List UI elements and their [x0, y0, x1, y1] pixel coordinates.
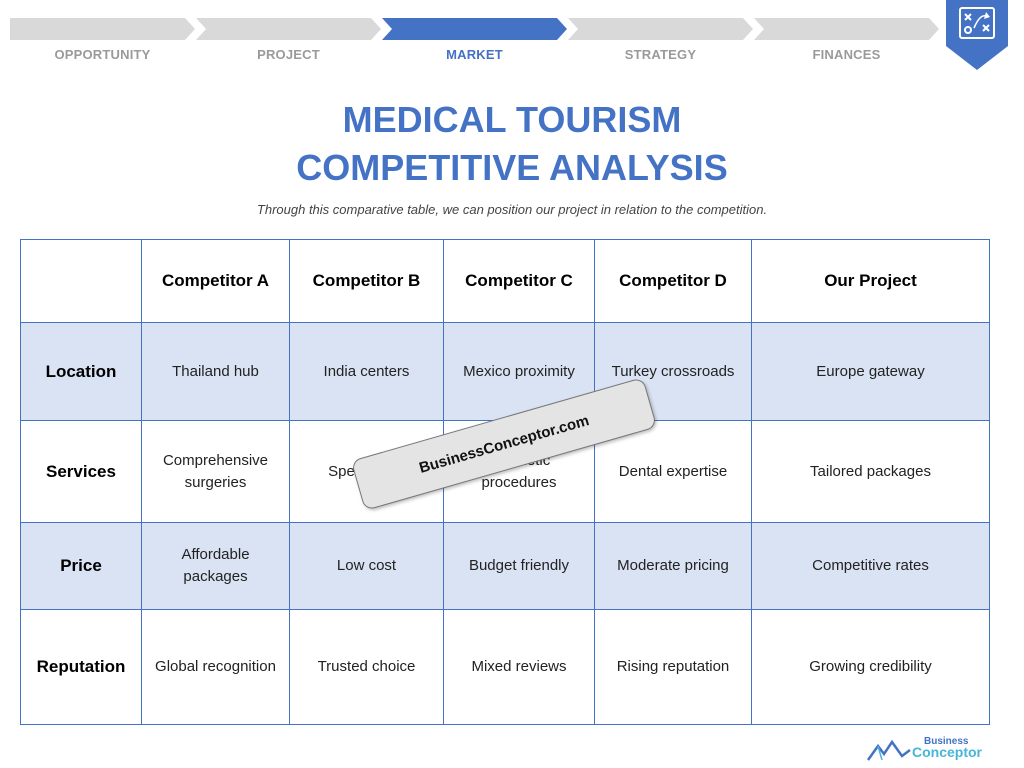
nav-step-label: OPPORTUNITY: [54, 47, 151, 62]
row-header: Services: [20, 420, 142, 523]
table-cell: Mixed reviews: [443, 609, 595, 725]
column-header: Competitor C: [443, 239, 595, 323]
table-cell: Low cost: [289, 522, 444, 610]
nav-step-arrow: [754, 18, 939, 40]
nav-step-arrow: [382, 18, 567, 40]
table-corner-cell: [20, 239, 142, 323]
progress-nav: OPPORTUNITY PROJECT MARKET STRATEGY FINA…: [10, 18, 940, 64]
table-cell: Affordable packages: [141, 522, 290, 610]
nav-step-arrow: [10, 18, 195, 40]
table-cell: Growing credibility: [751, 609, 990, 725]
table-cell: Moderate pricing: [594, 522, 752, 610]
nav-step-finances[interactable]: FINANCES: [754, 18, 939, 64]
table-cell: Budget friendly: [443, 522, 595, 610]
table-cell: Comprehensive surgeries: [141, 420, 290, 523]
nav-step-market[interactable]: MARKET: [382, 18, 567, 64]
table-cell: Competitive rates: [751, 522, 990, 610]
table-cell: Thailand hub: [141, 322, 290, 421]
nav-step-arrow: [568, 18, 753, 40]
table-row: Price Affordable packages Low cost Budge…: [20, 522, 990, 610]
logo-text-line2: Conceptor: [912, 744, 982, 760]
table-cell: Rising reputation: [594, 609, 752, 725]
table-cell: Europe gateway: [751, 322, 990, 421]
page-subtitle: Through this comparative table, we can p…: [256, 202, 768, 217]
table-cell: India centers: [289, 322, 444, 421]
logo-text-line1: Business: [924, 736, 969, 747]
row-header: Reputation: [20, 609, 142, 725]
row-header: Price: [20, 522, 142, 610]
table-cell: Tailored packages: [751, 420, 990, 523]
column-header: Our Project: [751, 239, 990, 323]
page-title-line1: MEDICAL TOURISM: [342, 99, 682, 140]
column-header: Competitor B: [289, 239, 444, 323]
nav-step-label: PROJECT: [257, 47, 320, 62]
strategy-board-icon: [946, 0, 1008, 70]
row-header: Location: [20, 322, 142, 421]
nav-step-label: STRATEGY: [624, 47, 697, 62]
nav-step-opportunity[interactable]: OPPORTUNITY: [10, 18, 195, 64]
page-title-line2: COMPETITIVE ANALYSIS: [296, 147, 728, 188]
table-cell: Global recognition: [141, 609, 290, 725]
section-badge: [946, 0, 1008, 72]
table-row: Location Thailand hub India centers Mexi…: [20, 322, 990, 421]
table-cell: Mexico proximity: [443, 322, 595, 421]
mountain-logo-icon: [866, 739, 911, 761]
nav-step-label: MARKET: [446, 47, 503, 62]
nav-step-strategy[interactable]: STRATEGY: [568, 18, 753, 64]
column-header: Competitor D: [594, 239, 752, 323]
column-header: Competitor A: [141, 239, 290, 323]
comparison-table: Competitor A Competitor B Competitor C C…: [20, 239, 990, 725]
nav-step-project[interactable]: PROJECT: [196, 18, 381, 64]
nav-step-arrow: [196, 18, 381, 40]
table-header-row: Competitor A Competitor B Competitor C C…: [20, 239, 990, 323]
business-conceptor-logo: Business Conceptor: [866, 734, 996, 762]
table-cell: Trusted choice: [289, 609, 444, 725]
nav-step-label: FINANCES: [812, 47, 881, 62]
table-row: Reputation Global recognition Trusted ch…: [20, 609, 990, 725]
